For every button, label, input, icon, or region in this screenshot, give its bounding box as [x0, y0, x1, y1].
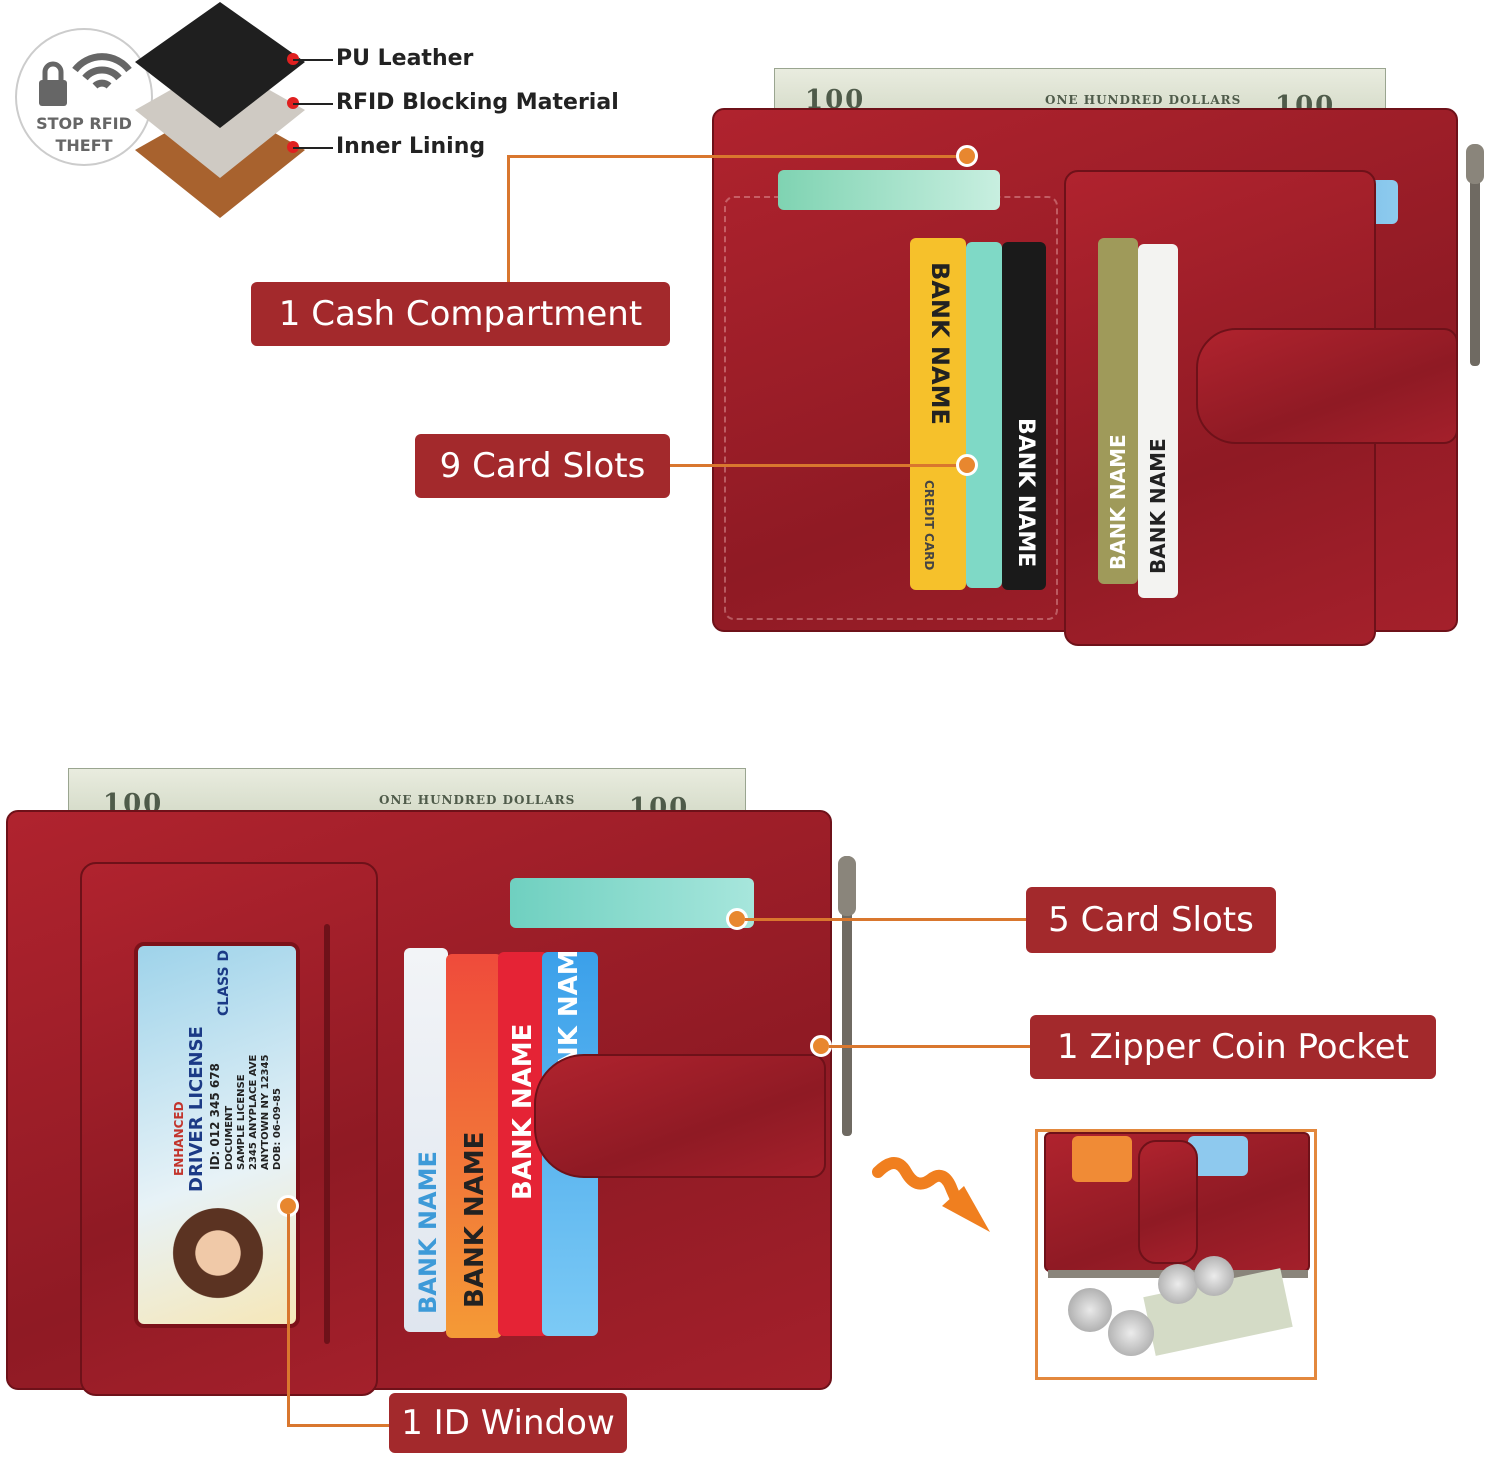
bill-text: ONE HUNDRED DOLLARS — [379, 793, 576, 807]
legend-inner-lining: Inner Lining — [336, 134, 486, 159]
id-photo-avatar — [168, 1208, 268, 1308]
legend-line-rfid — [293, 103, 333, 105]
inset-card-blue — [1188, 1136, 1248, 1176]
card-white: BANK NAME — [1138, 244, 1178, 598]
id-number: ID: 012 345 678 — [208, 1063, 222, 1170]
id-sample: SAMPLE LICENSE — [236, 1074, 247, 1170]
coin-icon — [1194, 1256, 1234, 1296]
card-white: BANK NAME — [404, 948, 448, 1332]
card-yellow: BANK NAME CREDIT CARD — [910, 238, 966, 590]
zipper-pull-icon — [838, 856, 856, 916]
rfid-badge-line2: THEFT — [55, 136, 113, 155]
callout-line-5slots — [745, 918, 1026, 921]
bottom-wallet-snap-tab — [534, 1054, 826, 1178]
callout-cash-compartment: 1 Cash Compartment — [251, 282, 670, 346]
zipper-pull-icon — [1466, 144, 1484, 184]
card-white-bank-name: BANK NAME — [1146, 438, 1170, 574]
legend-line-pu — [293, 59, 333, 61]
callout-line-cash-h — [507, 155, 963, 158]
card-teal — [966, 242, 1002, 588]
squiggle-arrow-icon — [872, 1157, 990, 1232]
id-flap-divider — [324, 924, 330, 1344]
callout-line-id-h — [287, 1424, 390, 1427]
callout-line-cash-v — [507, 156, 510, 282]
callout-line-id-v — [287, 1214, 290, 1426]
material-layers-graphic — [135, 2, 305, 218]
card-yellow-credit-card: CREDIT CARD — [922, 480, 936, 571]
zipper — [1470, 146, 1480, 366]
rfid-badge: STOP RFID THEFT — [15, 28, 153, 166]
id-enhanced: ENHANCED — [172, 1101, 186, 1176]
rfid-badge-line1: STOP RFID — [36, 114, 132, 133]
id-class: CLASS D — [216, 949, 232, 1016]
legend-pu-leather: PU Leather — [336, 46, 474, 71]
card-yellow-bank-name: BANK NAME — [926, 262, 954, 425]
card-orange: BANK NAME — [446, 954, 502, 1338]
card-teal-top — [510, 878, 754, 928]
card-olive: BANK NAME — [1098, 238, 1138, 584]
legend-rfid-blocking: RFID Blocking Material — [336, 90, 619, 115]
id-window: ENHANCED DRIVER LICENSE CLASS D ID: 012 … — [134, 942, 300, 1328]
id-address2: ANYTOWN NY 12345 — [260, 1054, 271, 1170]
top-wallet: 100 ONE HUNDRED DOLLARS 100 100 ONE HUND… — [710, 66, 1490, 646]
coin-icon — [1108, 1310, 1154, 1356]
top-wallet-snap-tab — [1196, 328, 1458, 444]
id-title: DRIVER LICENSE — [186, 1026, 207, 1192]
card-olive-bank-name: BANK NAME — [1106, 434, 1130, 570]
lock-wifi-icon — [39, 53, 132, 106]
callout-line-zipper — [829, 1045, 1030, 1048]
card-white-bank-name: BANK NAME — [414, 1151, 442, 1314]
callout-zipper-coin-pocket: 1 Zipper Coin Pocket — [1030, 1015, 1436, 1079]
bottom-wallet: 100 ONE HUNDRED DOLLARS 100 100 ONE HUND… — [4, 766, 874, 1406]
callout-5-card-slots: 5 Card Slots — [1026, 887, 1276, 953]
card-black-bank-name: BANK NAME — [1013, 418, 1038, 568]
pu-leather-layer — [135, 2, 305, 128]
card-black: BANK NAME — [1002, 242, 1046, 590]
inset-snap-tab — [1138, 1140, 1198, 1264]
id-dob: DOB: 06-09-85 — [272, 1088, 283, 1170]
callout-dot-cash — [956, 145, 978, 167]
card-orange-bank-name: BANK NAME — [460, 1131, 490, 1308]
callout-dot-9slots — [956, 454, 978, 476]
coin-icon — [1158, 1264, 1198, 1304]
coin-icon — [1068, 1288, 1112, 1332]
callout-line-9slots — [670, 464, 960, 467]
id-doc: DOCUMENT — [224, 1105, 235, 1170]
id-address1: 2345 ANYPLACE AVE — [248, 1054, 259, 1170]
card-green-top — [778, 170, 1000, 210]
bill-text: ONE HUNDRED DOLLARS — [1045, 93, 1242, 107]
zipper — [842, 856, 852, 1136]
inset-card-orange — [1072, 1136, 1132, 1182]
callout-9-card-slots: 9 Card Slots — [415, 434, 670, 498]
coin-pocket-inset — [1035, 1129, 1317, 1380]
legend-line-lining — [293, 147, 333, 149]
callout-id-window: 1 ID Window — [389, 1393, 627, 1453]
